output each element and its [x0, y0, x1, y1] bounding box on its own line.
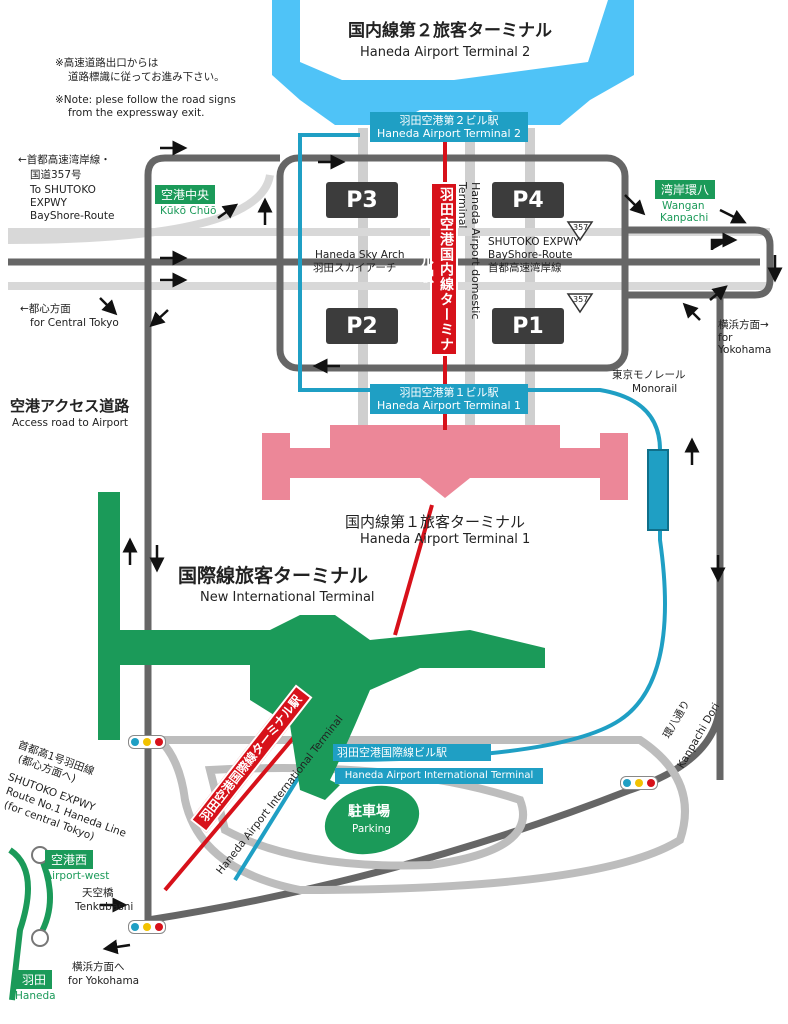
station-t1-en: Haneda Airport Terminal 1 [376, 399, 522, 413]
direction-arrows [99, 140, 783, 955]
parking-lot-shape [324, 785, 420, 855]
international-label-jp: 国際線旅客ターミナル [178, 565, 369, 587]
central-en: for Central Tokyo [30, 317, 119, 329]
wangan-en-2: Kanpachi [660, 212, 709, 224]
yokohama-right-en-2: Yokohama [718, 344, 772, 356]
route-357-label-top: 357 [573, 223, 589, 232]
route-357-label-bottom: 357 [573, 295, 589, 304]
airport-west-box: 空港西 [45, 850, 94, 869]
station-t2-jp: 羽田空港第２ビル駅 [399, 114, 499, 127]
parking-p1: P1 [492, 308, 564, 344]
airport-west-en: Airport-west [45, 870, 110, 882]
terminal1-label-en: Haneda Airport Terminal 1 [360, 532, 531, 547]
bayshore-jp: 首都高速湾岸線 [488, 262, 562, 274]
bayshore-en: BayShore-Route [488, 249, 573, 261]
station-int-box: 羽田空港国際線ビル駅 [333, 744, 491, 762]
route-357-shields [566, 221, 594, 314]
note-jp-1: ※高速道路出口からは [55, 57, 159, 69]
terminal2-label-en: Haneda Airport Terminal 2 [360, 45, 531, 60]
airport-west-roads [8, 847, 53, 1001]
left-top-3: To SHUTOKO [30, 184, 96, 196]
parking-lot-jp: 駐車場 [348, 804, 390, 820]
note-en-2: from the expressway exit. [68, 107, 205, 119]
station-t1-box: 羽田空港第１ビル駅 Haneda Airport Terminal 1 [370, 384, 528, 415]
kuko-chuo-box: 空港中央 [155, 185, 216, 204]
terminal-connectors [358, 128, 535, 425]
international-label-en: New International Terminal [200, 590, 375, 605]
central-jp: ←都心方面 [20, 303, 71, 315]
left-top-5: BayShore-Route [30, 210, 115, 222]
parking-p2: P2 [326, 308, 398, 344]
yokohama-right-jp: 横浜方面→ [718, 319, 769, 331]
terminal2-building [272, 0, 634, 125]
yokohama-right-en-1: for [718, 332, 733, 344]
shutoko-en: SHUTOKO EXPWY [488, 236, 580, 248]
note-jp-2: 道路標識に従ってお進み下さい。 [68, 71, 225, 83]
station-t2-en: Haneda Airport Terminal 2 [376, 127, 522, 141]
monorail-en: Monorail [632, 383, 678, 395]
keikyu-domestic-station: 羽田空港国内線ターミナル駅 [418, 182, 458, 356]
terminal1-building [262, 425, 628, 500]
tenkubashi-jp: 天空橋 [82, 887, 114, 899]
terminal1-label-jp: 国内線第１旅客ターミナル [345, 513, 526, 531]
haneda-en: Haneda [15, 990, 56, 1002]
access-road-jp: 空港アクセス道路 [10, 397, 130, 415]
monorail-train [647, 449, 669, 531]
parking-lot-en: Parking [352, 823, 391, 835]
left-top-2: 国道357号 [30, 169, 82, 181]
yokohama-bottom-jp: 横浜方面へ [72, 961, 125, 973]
left-top-4: EXPWY [30, 197, 67, 209]
parking-p3: P3 [326, 182, 398, 218]
airport-west-nodes [31, 846, 49, 947]
access-road-en: Access road to Airport [12, 417, 129, 429]
station-int-en: Haneda Airport International Terminal [335, 768, 543, 784]
sky-arch-jp: 羽田スカイアーチ [313, 262, 397, 274]
left-top-1: ←首都高速湾岸線・ [18, 154, 111, 166]
sky-arch-en: Haneda Sky Arch [315, 249, 405, 261]
tenkubashi-en: Tenkubasni [75, 901, 134, 913]
traffic-signal-3 [128, 920, 166, 934]
parking-p4: P4 [492, 182, 564, 218]
wangan-box: 湾岸環八 [655, 180, 716, 199]
terminal2-label-jp: 国内線第２旅客ターミナル [348, 21, 552, 41]
traffic-signal-2 [620, 776, 658, 790]
international-building [98, 492, 545, 800]
wangan-en-1: Wangan [662, 200, 705, 212]
keikyu-domestic-station-en: Haneda Airport domestic Terminal [456, 182, 482, 320]
kuko-chuo-en: Kūkō Chūō [160, 205, 217, 217]
station-t1-jp: 羽田空港第１ビル駅 [399, 386, 499, 399]
station-t2-box: 羽田空港第２ビル駅 Haneda Airport Terminal 2 [370, 112, 528, 143]
note-en-1: ※Note: plese follow the road signs [55, 94, 236, 106]
haneda-box: 羽田 [16, 970, 53, 989]
monorail-jp: 東京モノレール [612, 369, 686, 381]
yokohama-bottom-en: for Yokohama [68, 975, 140, 987]
traffic-signal-1 [128, 735, 166, 749]
